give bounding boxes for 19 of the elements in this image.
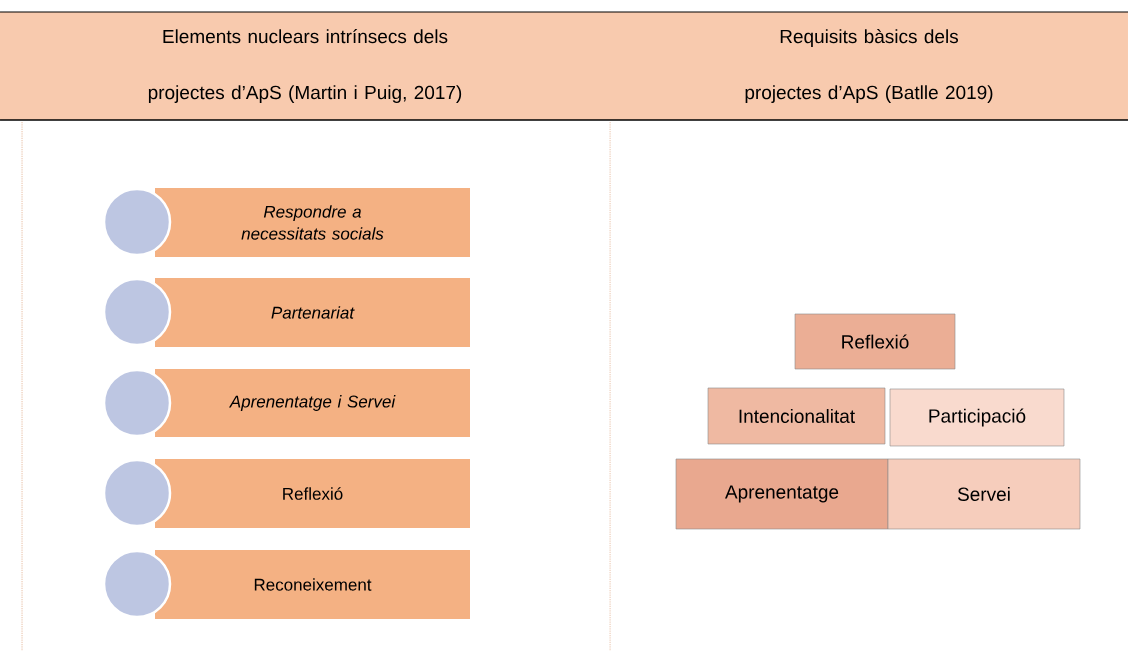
list-bar: Reconeixement: [155, 550, 470, 619]
bullet-circle: [102, 368, 172, 438]
pyramid-block: Participació: [889, 388, 1065, 447]
header-cell: Requisits bàsics dels projectes d’ApS (Batlle 2019): [610, 12, 1128, 120]
pyramid-block: Aprenentatge: [675, 458, 889, 530]
bullet-circle: [102, 277, 172, 347]
node-label: Requisits bàsics dels projectes d’ApS (Batlle 2019): [745, 29, 993, 103]
header-cell: Elements nuclears intrínsecs dels projectes d’ApS (Martin i Puig, 2017): [0, 12, 610, 120]
list-bar: Aprenentatge i Servei: [155, 369, 470, 437]
pyramid-block: Intencionalitat: [707, 387, 886, 445]
list-bar: Respondre a necessitats socials: [155, 188, 470, 257]
node-label: Elements nuclears intrínsecs dels projectes d’ApS (Martin i Puig, 2017): [148, 29, 462, 103]
bullet-circle: [102, 187, 172, 257]
pyramid-block: Reflexió: [794, 313, 956, 370]
list-bar: Reflexió: [155, 459, 470, 528]
list-bar: Partenariat: [155, 278, 470, 347]
bullet-circle: [102, 549, 172, 619]
bullet-circle: [102, 458, 172, 528]
pyramid-block: Servei: [887, 458, 1081, 530]
